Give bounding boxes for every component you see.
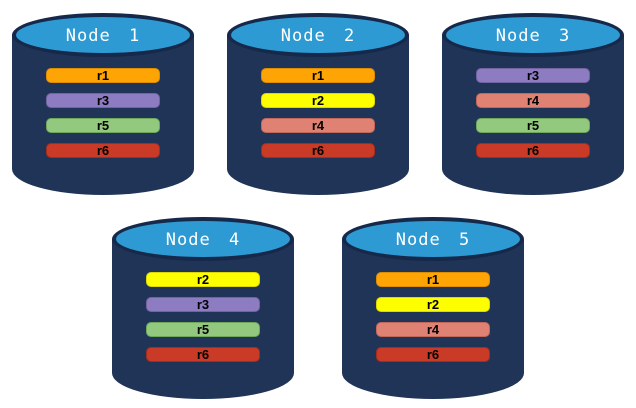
replica-label: r1 xyxy=(96,68,110,83)
node-label: Node 1 xyxy=(65,25,141,46)
node-cylinder-1: Node 1 r1 r3 r5 r6 xyxy=(12,13,194,195)
replica-bar-r6: r6 xyxy=(376,347,490,362)
cylinder-body xyxy=(227,35,409,195)
replica-bar-r1: r1 xyxy=(376,272,490,287)
replica-bar-r6: r6 xyxy=(261,143,375,158)
replica-bar-r4: r4 xyxy=(376,322,490,337)
replica-label: r6 xyxy=(426,347,440,362)
replica-label: r4 xyxy=(426,322,440,337)
replica-bar-r6: r6 xyxy=(146,347,260,362)
node-label: Node 3 xyxy=(495,25,571,46)
node-row-1: Node 1 r1 r3 r5 r6 Node 2 r1 r2 r4 r6 Node 3 r3 r4 r5… xyxy=(0,0,636,195)
replica-bar-r6: r6 xyxy=(476,143,590,158)
replica-bar-r2: r2 xyxy=(261,93,375,108)
replica-bar-r3: r3 xyxy=(476,68,590,83)
replica-list: r2 r3 r5 r6 xyxy=(146,272,260,362)
replica-label: r4 xyxy=(311,118,325,133)
replica-label: r6 xyxy=(196,347,210,362)
node-cylinder-3: Node 3 r3 r4 r5 r6 xyxy=(442,13,624,195)
replica-label: r5 xyxy=(96,118,110,133)
replica-bar-r1: r1 xyxy=(261,68,375,83)
cylinder-body xyxy=(342,239,524,399)
node-cylinder-2: Node 2 r1 r2 r4 r6 xyxy=(227,13,409,195)
replica-label: r1 xyxy=(426,272,440,287)
node-label: Node 5 xyxy=(395,229,471,250)
replica-bar-r6: r6 xyxy=(46,143,160,158)
replica-bar-r5: r5 xyxy=(476,118,590,133)
node-label: Node 4 xyxy=(165,229,241,250)
replica-label: r3 xyxy=(526,68,540,83)
replica-label: r5 xyxy=(196,322,210,337)
replica-label: r4 xyxy=(526,93,540,108)
replica-bar-r2: r2 xyxy=(376,297,490,312)
node-cylinder-4: Node 4 r2 r3 r5 r6 xyxy=(112,217,294,399)
cylinder-body xyxy=(112,239,294,399)
replica-bar-r4: r4 xyxy=(476,93,590,108)
replica-list: r1 r2 r4 r6 xyxy=(376,272,490,362)
node-label: Node 2 xyxy=(280,25,356,46)
replica-label: r2 xyxy=(196,272,210,287)
replica-bar-r5: r5 xyxy=(146,322,260,337)
replica-label: r2 xyxy=(426,297,440,312)
cylinder-top-ellipse: Node 5 xyxy=(342,217,524,261)
replica-label: r3 xyxy=(96,93,110,108)
cylinder-top-ellipse: Node 4 xyxy=(112,217,294,261)
replica-label: r6 xyxy=(526,143,540,158)
node-row-2: Node 4 r2 r3 r5 r6 Node 5 r1 r2 r4 r6 xyxy=(0,195,636,399)
replica-bar-r3: r3 xyxy=(46,93,160,108)
cylinder-top-ellipse: Node 1 xyxy=(12,13,194,57)
replica-label: r1 xyxy=(311,68,325,83)
replica-label: r3 xyxy=(196,297,210,312)
replica-bar-r2: r2 xyxy=(146,272,260,287)
replica-label: r2 xyxy=(311,93,325,108)
cylinder-top-ellipse: Node 3 xyxy=(442,13,624,57)
replica-bar-r3: r3 xyxy=(146,297,260,312)
replica-label: r6 xyxy=(311,143,325,158)
node-cylinder-5: Node 5 r1 r2 r4 r6 xyxy=(342,217,524,399)
replica-bar-r1: r1 xyxy=(46,68,160,83)
cylinder-top-ellipse: Node 2 xyxy=(227,13,409,57)
replica-list: r1 r3 r5 r6 xyxy=(46,68,160,158)
replica-label: r5 xyxy=(526,118,540,133)
replica-list: r3 r4 r5 r6 xyxy=(476,68,590,158)
cylinder-body xyxy=(12,35,194,195)
replica-bar-r4: r4 xyxy=(261,118,375,133)
replica-list: r1 r2 r4 r6 xyxy=(261,68,375,158)
replica-label: r6 xyxy=(96,143,110,158)
cylinder-body xyxy=(442,35,624,195)
replica-bar-r5: r5 xyxy=(46,118,160,133)
